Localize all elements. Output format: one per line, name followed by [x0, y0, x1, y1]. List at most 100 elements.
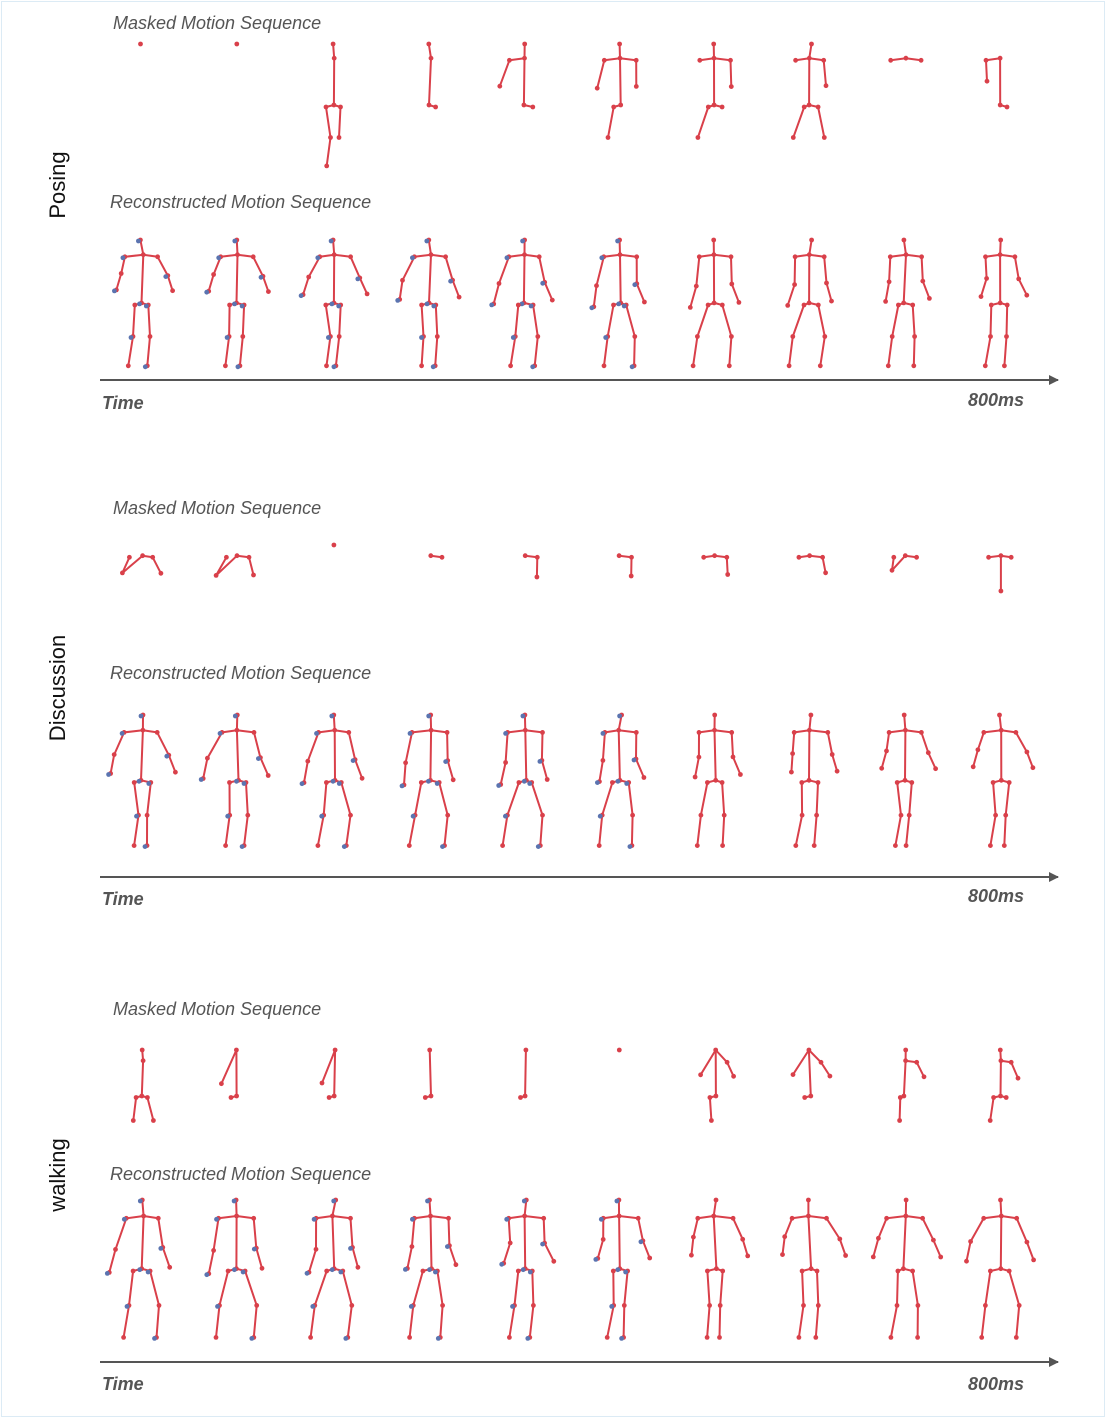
bone [499, 761, 507, 786]
bone [821, 556, 827, 574]
predicted-joint [410, 1216, 415, 1222]
predicted-joint [540, 280, 546, 286]
predicted-joint [443, 759, 449, 764]
joint [428, 727, 434, 733]
joint [428, 1093, 434, 1099]
bone [338, 106, 342, 139]
bone [132, 1096, 138, 1122]
joint [223, 363, 228, 369]
joint [821, 254, 827, 260]
joint [1012, 254, 1018, 260]
bone [698, 729, 716, 734]
joint [696, 254, 702, 260]
bone [219, 253, 239, 258]
predicted-joint [410, 813, 416, 819]
reconstructed-frame [964, 1197, 1036, 1340]
predicted-joint [519, 301, 525, 307]
bone [322, 781, 328, 817]
bone [698, 253, 715, 258]
bone [1025, 751, 1034, 769]
row-label-discussion: Discussion [45, 635, 70, 741]
bone [790, 752, 794, 774]
joint [326, 1095, 332, 1100]
bone [1010, 1061, 1019, 1080]
bone [838, 1238, 847, 1257]
joint [403, 760, 408, 766]
bone [403, 761, 407, 786]
bone [347, 731, 357, 761]
reconstructed-frame [104, 1197, 173, 1341]
joint [813, 1335, 819, 1340]
bone [984, 1270, 992, 1307]
joint [884, 1215, 889, 1221]
joint [641, 775, 647, 780]
joint [910, 302, 916, 308]
predicted-joint [328, 238, 334, 244]
joint [894, 780, 900, 785]
masked-frame [130, 1047, 156, 1123]
joint [801, 302, 807, 308]
bone [533, 335, 539, 367]
bone [732, 755, 742, 776]
joint [901, 237, 907, 243]
predicted-joint [239, 303, 245, 309]
bone [696, 304, 710, 338]
bone [603, 57, 621, 62]
bone [706, 1270, 711, 1307]
predicted-joint [231, 1198, 237, 1204]
joint [251, 1215, 257, 1221]
bone [706, 1304, 711, 1339]
joint [695, 1215, 701, 1221]
joint [541, 1215, 547, 1221]
joint [507, 57, 512, 63]
joint [549, 297, 555, 303]
predicted-joint [341, 844, 347, 849]
joint [1024, 1239, 1030, 1245]
bone [218, 1270, 230, 1307]
joint [496, 281, 502, 286]
predicted-joint [138, 713, 144, 719]
predicted-joint [299, 781, 305, 787]
bone [601, 731, 606, 762]
bone [346, 1304, 353, 1339]
joint [1024, 749, 1030, 755]
joint [213, 1335, 219, 1340]
bone [998, 714, 1003, 732]
joint [820, 554, 825, 560]
masked-frame [497, 41, 536, 110]
bone [215, 554, 238, 577]
joint [991, 1095, 996, 1100]
bone [206, 731, 223, 760]
joint [330, 1213, 335, 1219]
predicted-joint [336, 781, 342, 786]
joint [809, 237, 814, 243]
predicted-joint [146, 781, 152, 786]
joint [611, 104, 617, 110]
bone [142, 1215, 160, 1220]
bone [420, 304, 425, 338]
joint [815, 104, 821, 110]
joint [717, 1335, 722, 1340]
joint [729, 334, 734, 339]
joint [799, 812, 805, 818]
joint [806, 55, 812, 61]
time-axis-start-label: Time [102, 1374, 144, 1394]
joint [1001, 843, 1007, 848]
joint [790, 135, 796, 140]
joint [1016, 276, 1022, 282]
joint [616, 553, 622, 559]
bone [542, 1217, 546, 1245]
joint [523, 1047, 529, 1053]
joint [993, 812, 998, 818]
bone [259, 756, 270, 777]
predicted-joint [120, 255, 126, 261]
predicted-joint [496, 783, 502, 788]
joint [806, 300, 812, 306]
masked-frame [616, 553, 634, 579]
joint [711, 41, 717, 47]
bone [904, 1215, 924, 1220]
joint [914, 1059, 920, 1065]
predicted-joint [426, 713, 432, 719]
bone [354, 758, 364, 780]
